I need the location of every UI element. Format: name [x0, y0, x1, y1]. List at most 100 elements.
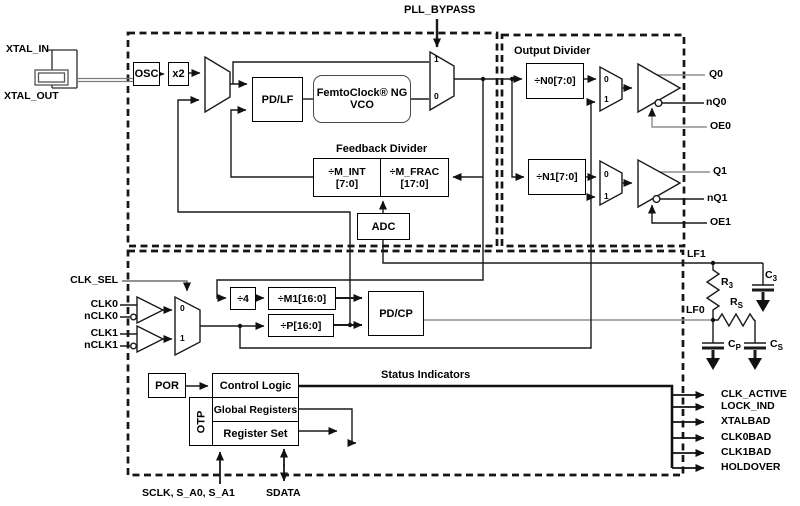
r3-component-label: R3: [721, 276, 733, 292]
nclk1-bubble-icon: [129, 342, 137, 350]
status-bus: [299, 384, 674, 468]
wires: [120, 19, 763, 484]
nq1-pin-label: nQ1: [707, 192, 728, 204]
lower-block-border: [126, 249, 685, 477]
out1-mux-1-label: 1: [604, 191, 609, 201]
holdover-pin-label: HOLDOVER: [721, 461, 781, 473]
ground-icon: [748, 358, 762, 370]
global-registers-block: Global Registers: [212, 397, 299, 422]
m-int-range-label: [7:0]: [335, 177, 359, 190]
xtal-out-pin-label: XTAL_OUT: [4, 90, 59, 102]
nq0-bubble-icon: [654, 98, 663, 108]
clk0bad-pin-label: CLK0BAD: [721, 431, 772, 443]
cp-letter: C: [728, 338, 736, 350]
m-frac-divider-block: ÷M_FRAC [17:0]: [380, 158, 449, 197]
register-set-label: Register Set: [223, 427, 288, 440]
output-divider-block-border: [500, 33, 686, 248]
output-divider-section-label: Output Divider: [514, 45, 591, 57]
clk-active-pin-label: CLK_ACTIVE: [721, 388, 787, 400]
rs-sub: S: [737, 301, 743, 311]
control-logic-label: Control Logic: [219, 379, 292, 392]
cs-sub: S: [777, 343, 783, 353]
cap-cs-icon: [744, 320, 766, 344]
vco-label-line1: FemtoClock® NG: [316, 87, 408, 99]
oe0-pin-label: OE0: [710, 120, 732, 132]
status-arrows: [672, 391, 705, 472]
div4-block: ÷4: [230, 287, 256, 310]
vco-block: FemtoClock® NG VCO: [313, 75, 411, 123]
clk0-input-buffer-icon: [136, 295, 165, 325]
pdlf-label: PD/LF: [261, 93, 294, 106]
adc-block: ADC: [357, 213, 410, 240]
m-frac-range-label: [17:0]: [400, 177, 429, 190]
por-label: POR: [155, 379, 179, 392]
otp-label: OTP: [195, 410, 207, 433]
ref-select-mux: [204, 55, 231, 114]
gray-wires: [424, 74, 713, 321]
x2-block: x2: [168, 62, 189, 86]
oe0-wire: [648, 107, 707, 128]
pll-block-border: [126, 31, 499, 248]
n0-label: ÷N0[7:0]: [534, 75, 576, 87]
resistor-r3-icon: [705, 263, 721, 320]
cs-letter: C: [770, 338, 778, 350]
oe1-pin-label: OE1: [710, 216, 732, 228]
pll-bypass-mux: [429, 50, 455, 112]
q0-pin-label: Q0: [709, 68, 724, 80]
m-int-divider-block: ÷M_INT [7:0]: [313, 158, 381, 197]
cap-cp-icon: [702, 320, 724, 344]
dashed-boundaries: [126, 31, 686, 477]
nclk1-pin-label: nCLK1: [84, 339, 118, 351]
status-indicators-section-label: Status Indicators: [381, 369, 471, 381]
lf1-pin-label: LF1: [687, 248, 706, 260]
clk-mux-1-label: 1: [180, 333, 185, 343]
osc-block: OSC: [133, 62, 160, 86]
p-label: ÷P[16:0]: [280, 319, 322, 332]
m1-divider-block: ÷M1[16:0]: [268, 287, 336, 310]
lock-ind-pin-label: LOCK_IND: [721, 400, 775, 412]
otp-block: OTP: [189, 397, 213, 446]
ground-icon: [756, 300, 770, 312]
r3-sub: 3: [728, 281, 734, 291]
out0-mux-0-label: 0: [604, 74, 609, 84]
por-block: POR: [148, 373, 186, 398]
clk-select-mux: [174, 295, 201, 357]
nclk0-pin-label: nCLK0: [84, 310, 118, 322]
cp-sub: P: [735, 343, 741, 353]
clk-sel-pin-label: CLK_SEL: [70, 274, 118, 286]
out0-mux-1-label: 1: [604, 94, 609, 104]
buffers: [129, 62, 682, 354]
control-logic-block: Control Logic: [212, 373, 299, 398]
vco-label-line2: VCO: [350, 99, 374, 111]
xtalbad-pin-label: XTALBAD: [721, 415, 771, 427]
clk1-input-buffer-icon: [136, 324, 165, 354]
pdcp-label: PD/CP: [379, 307, 413, 320]
register-set-block: Register Set: [212, 421, 299, 446]
lf0-pin-label: LF0: [686, 304, 705, 316]
c3-letter: C: [765, 269, 773, 281]
resistor-rs-icon: [713, 312, 755, 328]
m-frac-label: ÷M_FRAC: [389, 165, 440, 178]
p-divider-block: ÷P[16:0]: [268, 314, 334, 337]
sdata-pin-label: SDATA: [266, 487, 301, 499]
cp-component-label: CP: [728, 338, 741, 354]
output0-mux: [599, 65, 623, 113]
div4-label: ÷4: [237, 292, 249, 305]
c3-component-label: C3: [765, 269, 777, 285]
q1-driver-icon: [637, 158, 682, 209]
pdcp-block: PD/CP: [368, 291, 424, 336]
pll-bypass-pin-label: PLL_BYPASS: [404, 4, 476, 16]
loop-filter-network: [702, 263, 774, 359]
cs-component-label: CS: [770, 338, 783, 354]
x2-label: x2: [172, 68, 185, 80]
ground-arrows: [706, 300, 770, 370]
cap-c3-icon: [752, 263, 774, 286]
pdlf-block: PD/LF: [252, 77, 303, 122]
output1-mux: [599, 159, 623, 207]
m1-label: ÷M1[16:0]: [277, 292, 327, 305]
osc-label: OSC: [134, 68, 159, 80]
crystal-icon: [34, 49, 133, 89]
q1-pin-label: Q1: [713, 165, 728, 177]
nq1-bubble-icon: [652, 194, 661, 204]
